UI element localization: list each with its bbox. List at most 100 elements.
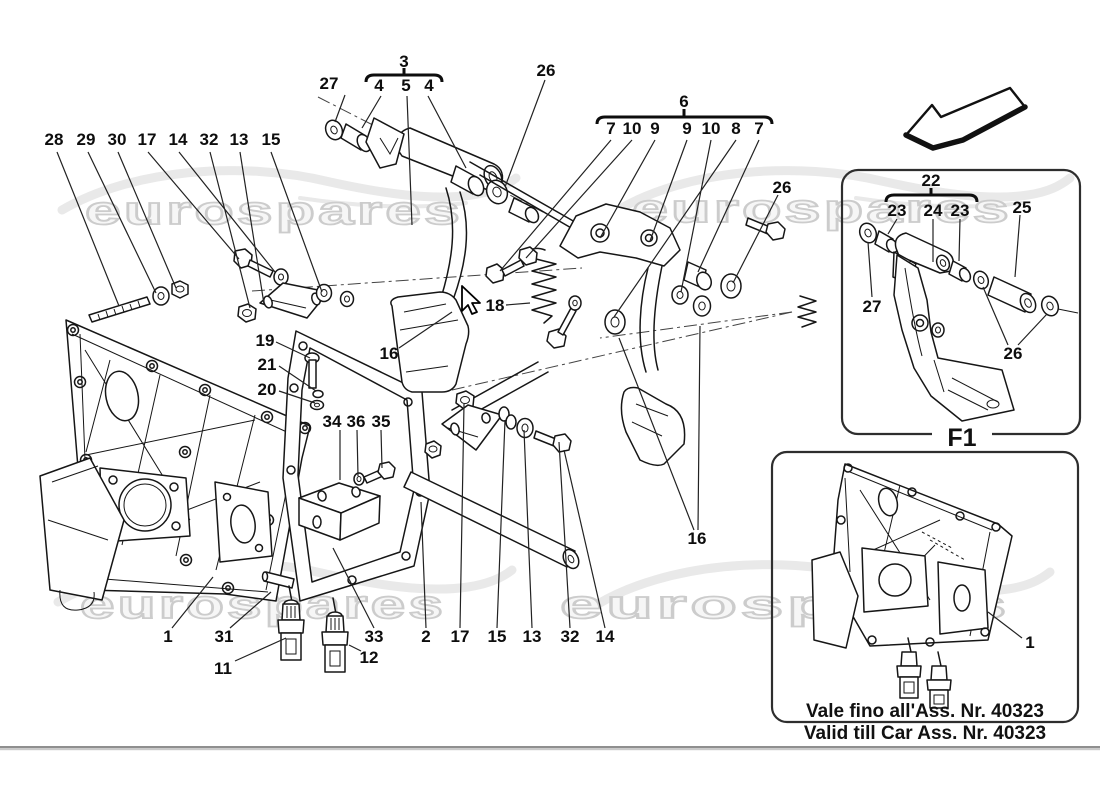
pin	[261, 571, 295, 589]
nut	[931, 322, 945, 338]
washer	[692, 273, 742, 317]
callout-20: 20	[258, 380, 277, 399]
callout-34: 34	[323, 412, 342, 431]
callout-8: 8	[731, 119, 740, 138]
callout-17: 17	[138, 130, 157, 149]
callout-26: 26	[773, 178, 792, 197]
page-separator-line	[0, 746, 1100, 751]
pedal-switches	[277, 585, 349, 673]
spacer-block	[441, 404, 503, 451]
callout-13: 13	[523, 627, 542, 646]
bushing	[450, 165, 485, 197]
washer	[972, 270, 990, 290]
bracket-group-22	[884, 188, 979, 203]
callout-13: 13	[230, 130, 249, 149]
callout-21: 21	[258, 355, 277, 374]
f1-variant-label: F1	[947, 424, 976, 452]
washer	[1040, 295, 1079, 317]
callout-17: 17	[451, 627, 470, 646]
callout-11: 11	[214, 659, 232, 678]
callout-31: 31	[215, 627, 234, 646]
callout-23: 23	[888, 201, 907, 220]
inset-foot-bracket	[811, 551, 859, 649]
nut	[237, 303, 257, 323]
callout-26: 26	[1004, 344, 1023, 363]
car-swoosh	[613, 166, 1075, 215]
bolt	[363, 461, 396, 484]
callout-30: 30	[108, 130, 127, 149]
callout-29: 29	[77, 130, 96, 149]
washer	[604, 309, 626, 335]
bolt	[745, 217, 786, 241]
clutch-pedal-pad	[390, 291, 470, 393]
washer	[152, 286, 170, 306]
bushing	[498, 406, 517, 430]
small-spring	[797, 295, 817, 328]
nut	[424, 440, 442, 459]
callout-5: 5	[401, 76, 410, 95]
callout-27: 27	[863, 297, 882, 316]
pivot-hook-bracket	[365, 117, 405, 169]
bracket-group-6	[595, 109, 774, 125]
bushing	[874, 230, 899, 254]
callout-2: 2	[421, 627, 430, 646]
bushing	[683, 261, 713, 291]
pedal-bracket	[559, 203, 681, 267]
callout-33: 33	[365, 627, 384, 646]
callout-28: 28	[45, 130, 64, 149]
car-swoosh	[854, 196, 1024, 209]
callout-15: 15	[488, 627, 507, 646]
switch	[277, 585, 305, 661]
validity-note-italian: Vale fino all'Ass. Nr. 40323	[806, 701, 1044, 722]
nut	[171, 280, 189, 299]
leader-lines	[56, 79, 1048, 662]
brake-pedal-assembly	[469, 161, 817, 467]
washer	[315, 283, 355, 308]
race-pedal	[893, 254, 1015, 422]
callout-14: 14	[596, 627, 615, 646]
callout-32: 32	[561, 627, 580, 646]
callout-4: 4	[374, 76, 384, 95]
washer	[353, 472, 365, 486]
callout-7: 7	[606, 119, 615, 138]
callout-9: 9	[682, 119, 691, 138]
callout-10: 10	[623, 119, 642, 138]
washer	[671, 285, 689, 305]
mouse-cursor	[461, 285, 481, 315]
bracket-arm	[469, 161, 586, 237]
callout-19: 19	[256, 331, 275, 350]
bracket-group-3	[364, 68, 444, 83]
washer	[858, 222, 878, 244]
plate-oval-hole	[104, 370, 140, 422]
bushing	[508, 197, 540, 224]
inset-switch	[926, 651, 952, 709]
clutch-pedal-arm	[440, 187, 468, 301]
callout-10: 10	[702, 119, 721, 138]
washer	[516, 417, 534, 439]
callout-group-3: 3	[399, 52, 408, 71]
callout-35: 35	[372, 412, 391, 431]
callout-26: 26	[537, 61, 556, 80]
watermarks: eurospares eurospares eurospares eurospa…	[53, 166, 1075, 628]
callout-24: 24	[924, 201, 943, 220]
callout-25: 25	[1013, 198, 1032, 217]
plate-foot-bracket	[39, 457, 125, 601]
pin-sleeve	[987, 276, 1037, 314]
callout-7: 7	[754, 119, 763, 138]
callout-group-22: 22	[922, 171, 941, 190]
inset-switch	[896, 637, 922, 699]
watermark-text: eurospares	[85, 189, 463, 233]
inset-support-plate	[811, 463, 1013, 649]
callout-4: 4	[424, 76, 434, 95]
clutch-pedal-assembly	[324, 117, 540, 393]
callout-16: 16	[688, 529, 707, 548]
washer	[324, 119, 344, 141]
callout-14: 14	[169, 130, 188, 149]
validity-note-english: Valid till Car Ass. Nr. 40323	[804, 723, 1046, 744]
callout-18: 18	[486, 296, 505, 315]
callout-9: 9	[650, 119, 659, 138]
callout-36: 36	[347, 412, 366, 431]
brake-pedal-arm	[639, 265, 663, 373]
callout-12: 12	[360, 648, 379, 667]
